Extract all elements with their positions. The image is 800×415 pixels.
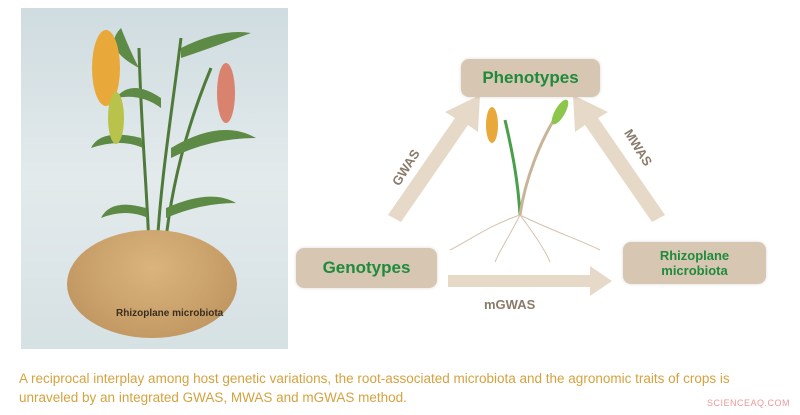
microbiota-label-line1: Rhizoplane bbox=[659, 248, 730, 263]
mgwas-arrow-icon bbox=[448, 266, 612, 296]
genotypes-node: Genotypes bbox=[296, 248, 437, 288]
phenotypes-label: Phenotypes bbox=[482, 68, 579, 87]
rhizoplane-microbiota-label: Rhizoplane microbiota bbox=[116, 308, 224, 319]
phenotypes-node: Phenotypes bbox=[461, 59, 600, 97]
watermark: SCIENCEAQ.COM bbox=[706, 398, 790, 408]
soil-mound bbox=[67, 230, 237, 338]
gwas-arrow-icon bbox=[388, 95, 480, 222]
phenotype-plant-icon bbox=[449, 214, 601, 263]
sorghum-illustration-panel: Rhizoplane microbiota bbox=[21, 8, 288, 349]
rhizoplane-microbiota-node: Rhizoplane microbiota bbox=[623, 242, 766, 284]
figure-caption: A reciprocal interplay among host geneti… bbox=[19, 371, 730, 405]
mgwas-label: mGWAS bbox=[484, 297, 536, 312]
genotypes-label: Genotypes bbox=[322, 258, 411, 277]
sorghum-plant-icon bbox=[91, 28, 256, 249]
mwas-arrow-icon bbox=[573, 95, 665, 222]
microbiota-label-line2: microbiota bbox=[661, 263, 728, 278]
